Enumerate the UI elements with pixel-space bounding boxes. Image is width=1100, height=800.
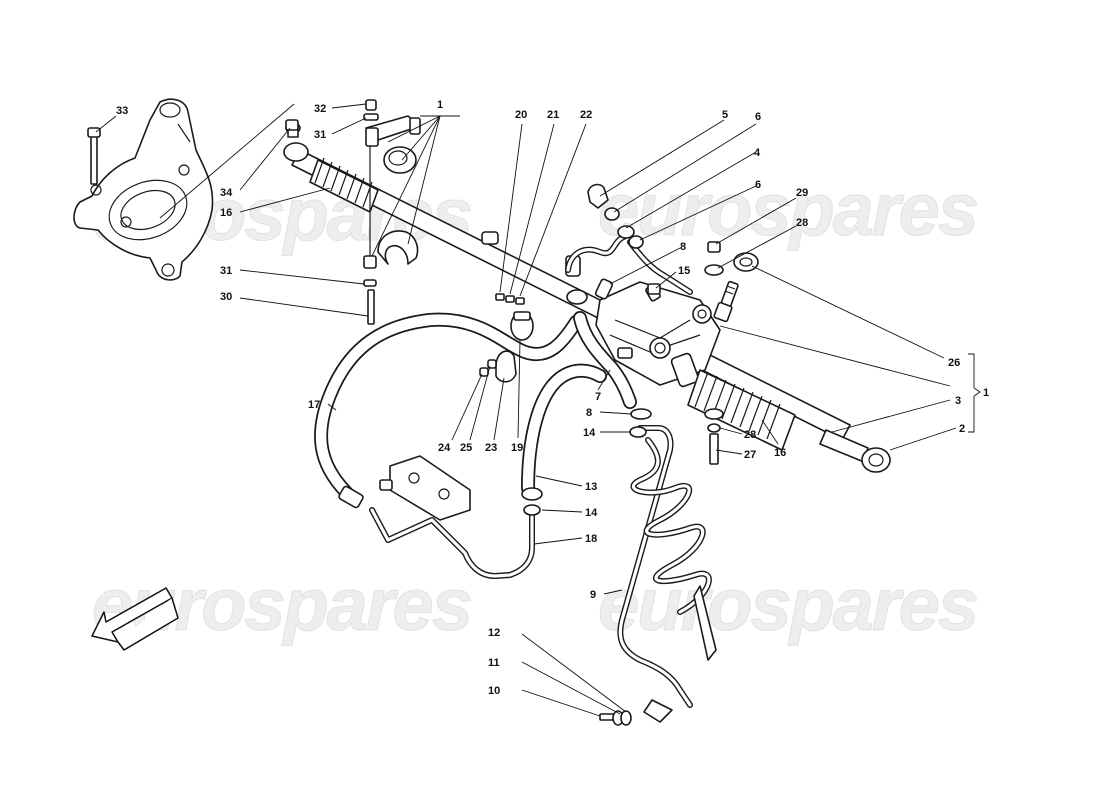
callout-8: 8 <box>680 241 686 253</box>
valve-housing <box>595 281 721 388</box>
screws-20-22 <box>495 293 525 305</box>
bolt-30 <box>367 289 375 325</box>
callout-11: 11 <box>488 657 500 669</box>
callouts: 1 1 2 3 4 5 6 6 7 8 8 9 10 11 12 13 14 1… <box>116 99 989 697</box>
washer-31 <box>363 279 377 287</box>
callout-25: 25 <box>460 442 472 454</box>
callout-9: 9 <box>590 589 596 601</box>
fluid-cooler <box>617 425 717 723</box>
callout-30: 30 <box>220 291 232 303</box>
callout-29: 29 <box>796 187 808 199</box>
front-direction-arrow <box>91 587 179 651</box>
hose-7 <box>573 311 637 409</box>
callout-14: 14 <box>583 427 596 439</box>
callout-22: 22 <box>580 109 592 121</box>
callout-15: 15 <box>678 265 690 277</box>
bolt-33 <box>87 127 101 185</box>
callout-17: 17 <box>308 399 320 411</box>
bolt-long <box>363 146 377 269</box>
bolt-27 <box>709 433 719 465</box>
callout-19: 19 <box>511 442 523 454</box>
steering-knuckle <box>73 98 214 281</box>
screw-25 <box>487 359 497 369</box>
pinion-shaft <box>713 280 739 323</box>
callout-31: 31 <box>220 265 232 277</box>
watermark-text: eurospares <box>598 563 977 646</box>
callout-28: 28 <box>744 429 756 441</box>
dust-seal <box>733 252 759 272</box>
clamps-8-14 <box>521 408 652 516</box>
right-tie-rod-end <box>819 429 891 473</box>
callout-16: 16 <box>220 207 232 219</box>
callout-12: 12 <box>488 627 500 639</box>
leader-lines <box>95 103 957 717</box>
fitting-15 <box>647 283 661 295</box>
callout-1: 1 <box>983 387 989 399</box>
steering-rack <box>283 122 891 473</box>
callout-8: 8 <box>586 407 592 419</box>
callout-14: 14 <box>585 507 598 519</box>
cooler-fixings <box>599 710 632 726</box>
washer-4 <box>617 225 635 239</box>
callout-18: 18 <box>585 533 597 545</box>
callout-23: 23 <box>485 442 497 454</box>
group-brace <box>968 353 981 433</box>
hose-13 <box>521 363 607 495</box>
callout-4: 4 <box>754 147 761 159</box>
callout-27: 27 <box>744 449 756 461</box>
callout-16: 16 <box>774 447 786 459</box>
callout-33: 33 <box>116 105 128 117</box>
hose-17 <box>314 312 583 509</box>
nut-29 <box>707 241 721 253</box>
bolt-32 <box>365 99 377 111</box>
callout-24: 24 <box>438 442 451 454</box>
callout-32: 32 <box>314 103 326 115</box>
callout-13: 13 <box>585 481 597 493</box>
callout-26: 26 <box>948 357 960 369</box>
callout-2: 2 <box>959 423 965 435</box>
callout-31: 31 <box>314 129 326 141</box>
pipe-support-bracket <box>379 455 471 521</box>
watermark-text: eurospares <box>598 168 977 251</box>
callout-21: 21 <box>547 109 559 121</box>
clip-23 <box>495 350 517 383</box>
callout-7: 7 <box>595 391 601 403</box>
callout-34: 34 <box>220 187 233 199</box>
callout-20: 20 <box>515 109 527 121</box>
washer-6 <box>628 235 644 249</box>
callout-5: 5 <box>722 109 728 121</box>
callout-6: 6 <box>755 179 761 191</box>
callout-3: 3 <box>955 395 961 407</box>
callout-28: 28 <box>796 217 808 229</box>
washer-31-top <box>363 113 379 121</box>
pipe-18 <box>369 507 535 579</box>
nut-34 <box>285 119 299 131</box>
union-5 <box>587 183 609 209</box>
callout-10: 10 <box>488 685 500 697</box>
hose-clamp-19 <box>510 311 534 341</box>
callout-1: 1 <box>437 99 443 111</box>
callout-6: 6 <box>755 111 761 123</box>
